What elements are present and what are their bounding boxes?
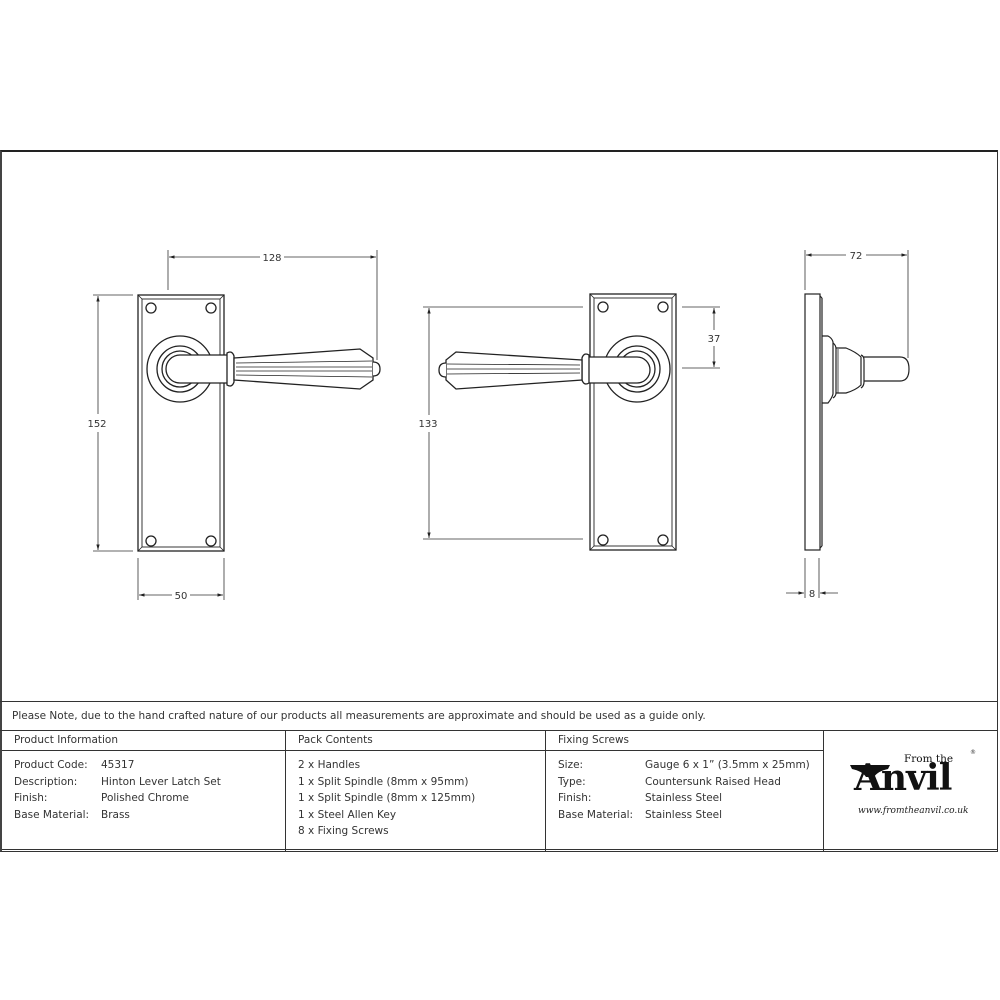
front-view bbox=[137, 294, 381, 552]
dim-plate-thickness: 8 bbox=[809, 589, 815, 600]
fixing-screws-heading: Fixing Screws bbox=[546, 731, 823, 751]
dim-projection: 72 bbox=[850, 251, 863, 262]
value: Brass bbox=[101, 808, 130, 821]
size-row: Size: Gauge 6 x 1” (3.5mm x 25mm) bbox=[558, 757, 823, 774]
dim-fixing-centres: 133 bbox=[418, 419, 437, 430]
pack-item: 1 x Split Spindle (8mm x 95mm) bbox=[298, 775, 469, 788]
rear-view bbox=[438, 293, 677, 551]
label: Base Material: bbox=[558, 808, 634, 821]
drawing-sheet-border bbox=[0, 150, 998, 850]
finish-row: Finish: Stainless Steel bbox=[558, 790, 823, 807]
logo-url: www.fromtheanvil.co.uk bbox=[858, 806, 969, 816]
registered-mark: ® bbox=[970, 749, 976, 756]
type-row: Type: Countersunk Raised Head bbox=[558, 774, 823, 791]
value: Hinton Lever Latch Set bbox=[101, 775, 221, 788]
value: Stainless Steel bbox=[645, 808, 723, 821]
side-view-dimensions bbox=[786, 250, 909, 598]
label: Base Material: bbox=[14, 808, 90, 821]
label: Product Code: bbox=[14, 759, 88, 771]
product-information-panel: Product Information Product Code: 45317 D… bbox=[0, 731, 286, 852]
side-view bbox=[804, 293, 910, 551]
value: Stainless Steel bbox=[645, 792, 723, 804]
value: Polished Chrome bbox=[101, 792, 189, 804]
pack-contents-heading: Pack Contents bbox=[286, 731, 545, 751]
brand-logo: From the Anvil ® www.fromtheanvil.co.uk bbox=[824, 731, 998, 852]
pack-item: 8 x Fixing Screws bbox=[298, 825, 389, 837]
label: Description: bbox=[14, 775, 78, 788]
dim-lever-to-top: 37 bbox=[708, 334, 721, 345]
dim-overall-width: 128 bbox=[262, 253, 281, 264]
product-code-row: Product Code: 45317 bbox=[14, 757, 285, 774]
logo-brand: Anvil bbox=[854, 757, 952, 799]
label: Finish: bbox=[558, 792, 592, 804]
base-material-row: Base Material: Brass bbox=[14, 807, 285, 824]
description-row: Description: Hinton Lever Latch Set bbox=[14, 774, 285, 791]
fixing-screws-panel: Fixing Screws Size: Gauge 6 x 1” (3.5mm x… bbox=[546, 731, 824, 852]
measurement-note: Please Note, due to the hand crafted nat… bbox=[0, 701, 998, 731]
dim-backplate-width: 50 bbox=[175, 591, 188, 602]
pack-item: 1 x Split Spindle (8mm x 125mm) bbox=[298, 792, 476, 804]
value: 45317 bbox=[101, 759, 135, 771]
anvil-icon bbox=[850, 765, 890, 777]
value: Countersunk Raised Head bbox=[645, 775, 781, 788]
rear-view-dimensions bbox=[423, 306, 720, 540]
logo-from-the: From the bbox=[904, 753, 954, 765]
pack-item: 2 x Handles bbox=[298, 759, 361, 771]
pack-contents-panel: Pack Contents 2 x Handles 1 x Split Spin… bbox=[286, 731, 546, 852]
value: Gauge 6 x 1” (3.5mm x 25mm) bbox=[645, 759, 810, 771]
label: Type: bbox=[558, 775, 586, 788]
base-material-row: Base Material: Stainless Steel bbox=[558, 807, 823, 824]
finish-row: Finish: Polished Chrome bbox=[14, 790, 285, 807]
label: Size: bbox=[558, 759, 584, 771]
pack-item: 1 x Steel Allen Key bbox=[298, 808, 397, 821]
label: Finish: bbox=[14, 792, 48, 804]
front-view-dimensions bbox=[93, 250, 378, 600]
product-information-heading: Product Information bbox=[2, 731, 285, 751]
dim-height: 152 bbox=[87, 419, 106, 430]
